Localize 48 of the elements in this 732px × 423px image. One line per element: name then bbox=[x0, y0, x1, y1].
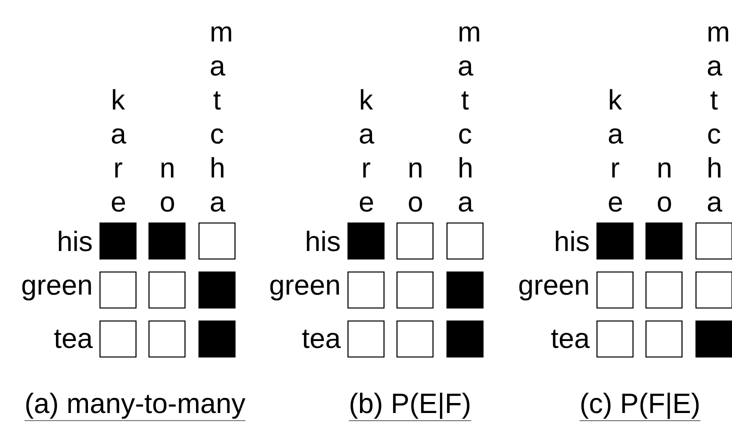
matrix-cell bbox=[99, 222, 137, 260]
column-label: kare bbox=[112, 89, 126, 212]
matrix-cell bbox=[645, 320, 683, 358]
matrix-cell bbox=[596, 222, 634, 260]
matrix-cell bbox=[347, 271, 385, 309]
matrix-cell bbox=[396, 222, 434, 260]
column-label: no bbox=[160, 162, 174, 212]
row-label: his bbox=[58, 230, 92, 252]
row-label: green bbox=[519, 280, 588, 300]
row-label: tea bbox=[54, 330, 93, 348]
column-label: matcha bbox=[458, 26, 480, 212]
matrix-cell bbox=[446, 320, 484, 358]
row-label: tea bbox=[551, 330, 590, 348]
row-label: green bbox=[270, 280, 339, 300]
matrix-cell bbox=[148, 222, 186, 260]
matrix-cell bbox=[99, 320, 137, 358]
column-label: kare bbox=[608, 89, 624, 212]
column-label: matcha bbox=[210, 26, 232, 212]
matrix-cell bbox=[695, 320, 732, 358]
matrix-cell bbox=[695, 271, 732, 309]
caption: (a) many-to-many bbox=[24, 392, 246, 421]
matrix-cell bbox=[148, 320, 186, 358]
row-label: his bbox=[556, 230, 589, 252]
column-label: no bbox=[658, 162, 672, 212]
matrix-cell bbox=[347, 320, 385, 358]
matrix-cell bbox=[99, 271, 137, 309]
matrix-cell bbox=[446, 222, 484, 260]
row-label: his bbox=[306, 230, 340, 252]
matrix-cell bbox=[396, 271, 434, 309]
matrix-cell bbox=[695, 222, 732, 260]
matrix-cell bbox=[198, 320, 236, 358]
matrix-cell bbox=[148, 271, 186, 309]
column-label: kare bbox=[360, 89, 374, 212]
matrix-cell bbox=[446, 271, 484, 309]
column-label: matcha bbox=[708, 26, 728, 212]
matrix-cell bbox=[347, 222, 385, 260]
caption: (c) P(F|E) bbox=[579, 392, 701, 422]
matrix-cell bbox=[198, 271, 236, 309]
matrix-cell bbox=[596, 271, 634, 309]
caption: (b) P(E|F) bbox=[348, 392, 472, 422]
row-label: green bbox=[22, 280, 91, 300]
column-label: no bbox=[408, 162, 422, 212]
matrix-cell bbox=[396, 320, 434, 358]
matrix-cell bbox=[645, 271, 683, 309]
row-label: tea bbox=[302, 330, 341, 348]
matrix-cell bbox=[645, 222, 683, 260]
matrix-cell bbox=[596, 320, 634, 358]
matrix-cell bbox=[198, 222, 236, 260]
